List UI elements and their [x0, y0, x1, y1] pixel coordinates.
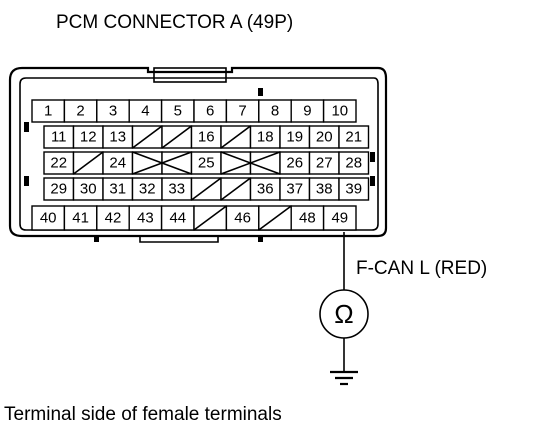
pin-13: 13: [109, 129, 126, 146]
pin-cell: [322, 99, 357, 123]
connector-title: PCM CONNECTOR A (49P): [56, 12, 293, 33]
pin-43: 43: [137, 210, 154, 227]
pin-9: 9: [303, 103, 311, 120]
pin-10: 10: [331, 103, 348, 120]
pin-41: 41: [72, 210, 89, 227]
pin-36: 36: [257, 181, 274, 198]
pin-cell: [249, 151, 281, 175]
pin-31: 31: [109, 181, 126, 198]
pin-cell: [338, 125, 370, 149]
pin-49: 49: [331, 210, 348, 227]
pin-30: 30: [80, 181, 97, 198]
pin-38: 38: [316, 181, 333, 198]
pin-18: 18: [257, 129, 274, 146]
pin-cell: [160, 205, 195, 231]
empty-cavity: [258, 205, 292, 231]
pin-16: 16: [198, 129, 215, 146]
pin-6: 6: [206, 103, 214, 120]
pin-12: 12: [80, 129, 97, 146]
pin-28: 28: [345, 155, 362, 172]
pin-11: 11: [51, 129, 67, 146]
pin-4: 4: [141, 103, 149, 120]
pin-cell: [338, 151, 370, 175]
pin-2: 2: [76, 103, 84, 120]
pin-cell: [220, 151, 252, 175]
empty-cavity: [220, 125, 251, 149]
pin-37: 37: [286, 181, 303, 198]
empty-cavity: [161, 125, 192, 149]
pin-cell: [338, 177, 370, 201]
pin-48: 48: [299, 210, 316, 227]
pin-cell: [161, 151, 193, 175]
pin-3: 3: [109, 103, 117, 120]
pin-20: 20: [316, 129, 333, 146]
pin-46: 46: [234, 210, 251, 227]
ground-icon: [330, 370, 358, 386]
pin-cell: [31, 205, 66, 231]
pin-8: 8: [271, 103, 279, 120]
pin-26: 26: [286, 155, 303, 172]
pin-40: 40: [40, 210, 57, 227]
pin-19: 19: [286, 129, 303, 146]
pin-33: 33: [168, 181, 185, 198]
pin-39: 39: [345, 181, 362, 198]
empty-cavity: [132, 125, 163, 149]
pin-29: 29: [50, 181, 67, 198]
pin-cell: [290, 205, 325, 231]
empty-cavity: [193, 205, 227, 231]
empty-cavity: [191, 177, 222, 201]
caption: Terminal side of female terminals: [4, 404, 282, 425]
blocked-cavity: [132, 151, 192, 175]
test-lead: Ω: [319, 232, 369, 386]
pin-7: 7: [238, 103, 246, 120]
pin-cell: [322, 205, 357, 231]
pin-22: 22: [50, 155, 67, 172]
pin-cell: [131, 151, 163, 175]
pin-44: 44: [169, 210, 186, 227]
empty-cavity: [220, 177, 251, 201]
pin-21: 21: [345, 129, 362, 146]
pin-cell: [96, 205, 130, 231]
pin-24: 24: [109, 155, 126, 172]
ohm-symbol: Ω: [334, 299, 353, 329]
pin-1: 1: [44, 103, 52, 120]
blocked-cavity: [220, 151, 281, 175]
pin-cell: [128, 205, 163, 231]
pin-42: 42: [105, 210, 122, 227]
pin-5: 5: [174, 103, 182, 120]
empty-cavity: [73, 151, 104, 175]
pin-27: 27: [316, 155, 333, 172]
pin-32: 32: [139, 181, 156, 198]
probe-label: F-CAN L (RED): [356, 258, 487, 279]
pin-25: 25: [198, 155, 215, 172]
connector-housing: [8, 66, 388, 243]
